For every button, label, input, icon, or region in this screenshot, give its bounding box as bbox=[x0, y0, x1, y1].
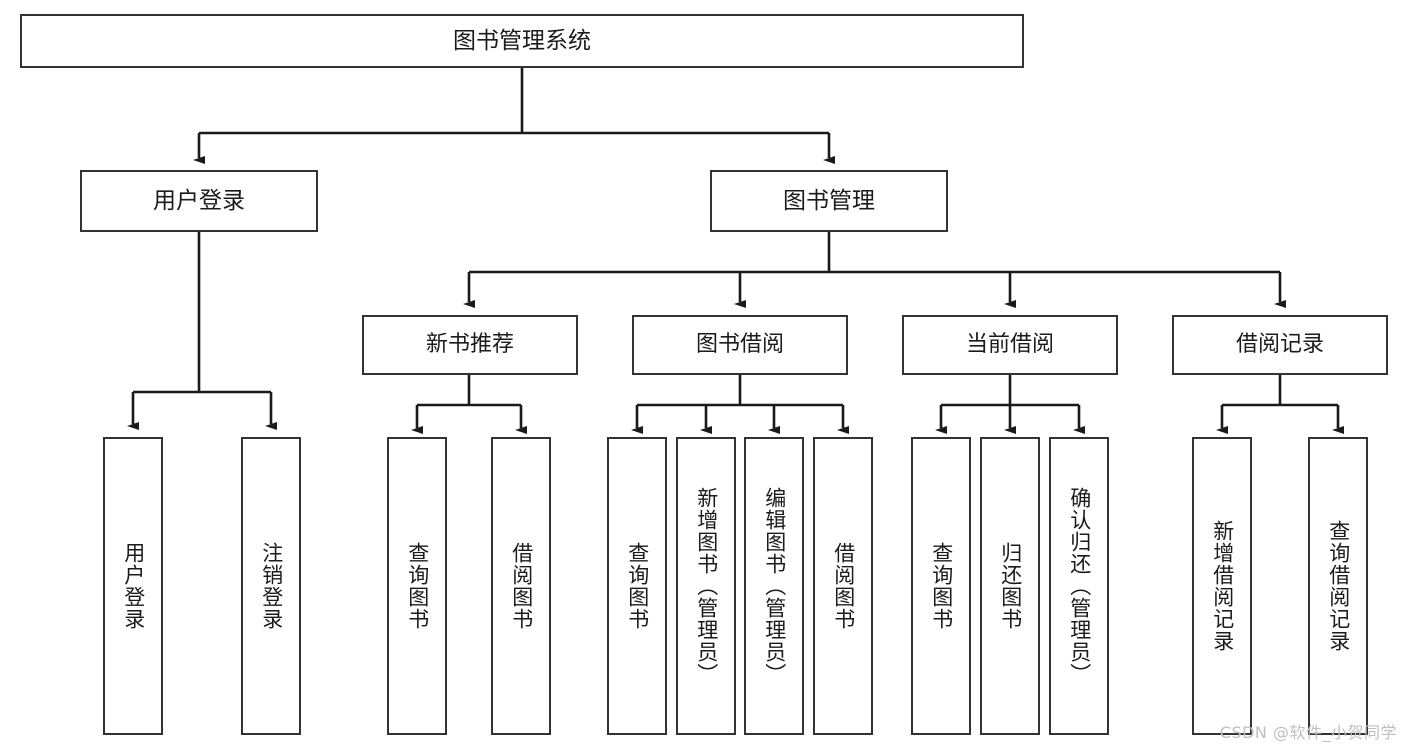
node-label: 查询图书 bbox=[405, 542, 430, 630]
leaf-user-login-logout[interactable]: 注销登录 bbox=[241, 437, 301, 735]
leaf-new-book-borrow[interactable]: 借阅图书 bbox=[491, 437, 551, 735]
leaf-current-borrow-confirm-return[interactable]: 确认归还（管理员） bbox=[1049, 437, 1109, 735]
node-current-borrow[interactable]: 当前借阅 bbox=[902, 315, 1118, 375]
node-label: 用户登录 bbox=[121, 542, 146, 630]
node-label: 注销登录 bbox=[259, 542, 284, 630]
node-book-borrow[interactable]: 图书借阅 bbox=[632, 315, 848, 375]
node-label: 图书借阅 bbox=[695, 332, 784, 358]
node-label: 借阅记录 bbox=[1235, 332, 1324, 358]
leaf-borrow-record-add[interactable]: 新增借阅记录 bbox=[1192, 437, 1252, 735]
node-label: 借阅图书 bbox=[509, 542, 534, 630]
node-label: 查询图书 bbox=[625, 542, 650, 630]
node-user-login[interactable]: 用户登录 bbox=[80, 170, 318, 232]
node-book-management[interactable]: 图书管理 bbox=[710, 170, 948, 232]
node-label: 用户登录 bbox=[153, 187, 245, 214]
leaf-new-book-query[interactable]: 查询图书 bbox=[387, 437, 447, 735]
node-label: 编辑图书（管理员） bbox=[762, 487, 787, 685]
node-label: 借阅图书 bbox=[831, 542, 856, 630]
leaf-book-borrow-edit[interactable]: 编辑图书（管理员） bbox=[744, 437, 804, 735]
node-label: 当前借阅 bbox=[965, 332, 1054, 358]
node-label: 图书管理系统 bbox=[453, 27, 591, 54]
leaf-book-borrow-borrow[interactable]: 借阅图书 bbox=[813, 437, 873, 735]
watermark-text: CSDN @软件_小贺同学 bbox=[1219, 723, 1397, 742]
leaf-book-borrow-query[interactable]: 查询图书 bbox=[607, 437, 667, 735]
leaf-book-borrow-add[interactable]: 新增图书（管理员） bbox=[676, 437, 736, 735]
node-label: 新增图书（管理员） bbox=[694, 487, 719, 685]
leaf-current-borrow-return[interactable]: 归还图书 bbox=[980, 437, 1040, 735]
node-label: 图书管理 bbox=[783, 187, 875, 214]
node-label: 查询借阅记录 bbox=[1326, 520, 1351, 652]
node-label: 新增借阅记录 bbox=[1210, 520, 1235, 652]
leaf-borrow-record-query[interactable]: 查询借阅记录 bbox=[1308, 437, 1368, 735]
node-borrow-record[interactable]: 借阅记录 bbox=[1172, 315, 1388, 375]
leaf-user-login-login[interactable]: 用户登录 bbox=[103, 437, 163, 735]
node-label: 确认归还（管理员） bbox=[1067, 487, 1092, 685]
node-label: 归还图书 bbox=[998, 542, 1023, 630]
node-label: 查询图书 bbox=[929, 542, 954, 630]
node-root-system[interactable]: 图书管理系统 bbox=[20, 14, 1024, 68]
leaf-current-borrow-query[interactable]: 查询图书 bbox=[911, 437, 971, 735]
node-label: 新书推荐 bbox=[425, 332, 514, 358]
node-new-book-recommend[interactable]: 新书推荐 bbox=[362, 315, 578, 375]
